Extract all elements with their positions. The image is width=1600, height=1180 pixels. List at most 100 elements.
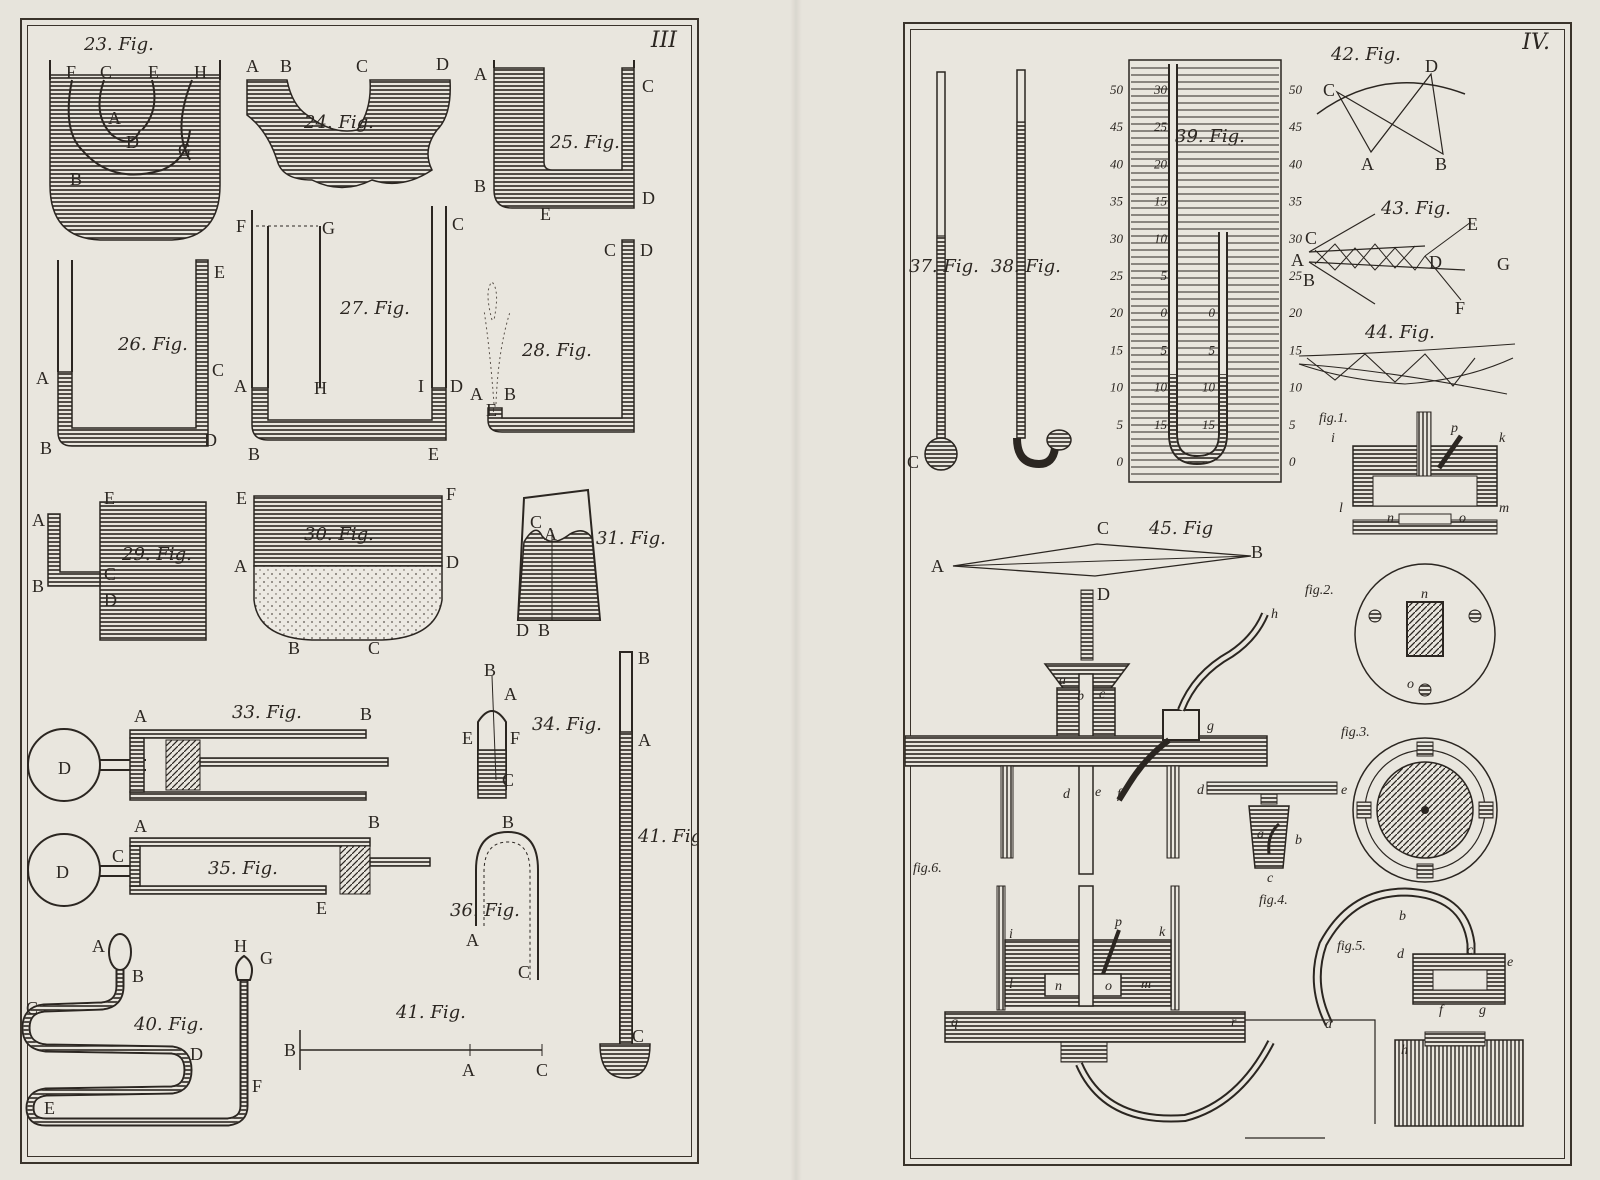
scale-tick-label: 0 (1209, 305, 1216, 320)
caption: fig.2. (1305, 583, 1334, 598)
fig-43: 43. Fig. C E A D G B F (1291, 198, 1510, 318)
label: C (368, 638, 380, 658)
scale-tick-label: 15 (1154, 194, 1168, 209)
plate-iii-drawing: 23. Fig. F C E H A D G B 24. Fig. A B C … (22, 34, 697, 1127)
label: D (642, 188, 655, 208)
caption: 38. Fig. (991, 256, 1061, 277)
label: e (1341, 783, 1347, 798)
caption: 41. Fig. (395, 1002, 466, 1023)
scale-tick-label: 5 (1117, 417, 1124, 432)
label: C (356, 56, 368, 76)
label: C (452, 214, 464, 234)
label: B (1251, 542, 1263, 562)
label: H (234, 936, 247, 956)
label: B (638, 648, 650, 668)
label: C (100, 62, 112, 82)
label: B (502, 812, 514, 832)
scale-tick-label: 0 (1161, 305, 1168, 320)
scale-tick-label: 45 (1289, 119, 1303, 134)
fig-27: 27. Fig. F G C A H I D B E (234, 206, 464, 464)
label: g (1479, 1003, 1486, 1018)
label: C (530, 512, 542, 532)
caption: 41. Fig. (637, 826, 697, 847)
label: D (1097, 584, 1110, 604)
label: a (1325, 1017, 1332, 1032)
fig-40: 40. Fig. A B H G C D E F (22, 933, 273, 1127)
label: D (126, 132, 139, 152)
label: D (204, 430, 217, 450)
label: C (104, 564, 116, 584)
label: h (1401, 1043, 1408, 1058)
caption: 31. Fig. (596, 528, 666, 549)
caption: 23. Fig. (83, 34, 154, 55)
label: D (1429, 252, 1442, 272)
caption: fig.3. (1341, 725, 1370, 740)
label: e (1507, 955, 1513, 970)
fig-35: 35. Fig. A B C D E (27, 812, 431, 918)
fig-44: 44. Fig. (1298, 322, 1516, 395)
label: h (1271, 607, 1278, 622)
plate-iv-drawing: 37. Fig. C 38. Fig. 39. Fig. 50454035302… (905, 44, 1524, 1139)
scale-tick-label: 15 (1289, 342, 1303, 357)
label: f (1117, 787, 1123, 802)
fig-28: 28. Fig. C D A E B (470, 239, 653, 433)
label: A (92, 936, 105, 956)
label: e (1095, 785, 1101, 800)
label: C (26, 998, 38, 1018)
small-fig-1: fig.1. i p k l m n o (1319, 411, 1509, 535)
label: B (484, 660, 496, 680)
label: D (446, 552, 459, 572)
label: m (1499, 501, 1509, 516)
fig-29: 29. Fig. A E B C D (32, 488, 207, 641)
label: q (951, 1015, 958, 1030)
caption: 29. Fig. (121, 544, 192, 565)
label: E (44, 1098, 55, 1118)
label: G (322, 218, 335, 238)
label: E (428, 444, 439, 464)
label: n (1055, 979, 1062, 994)
label: A (466, 930, 479, 950)
label: l (1009, 977, 1013, 992)
fig-33: 33. Fig. A B D (27, 702, 389, 802)
caption: 27. Fig. (339, 298, 410, 319)
scale-tick-label: 25 (1154, 119, 1168, 134)
scale-tick-label: 35 (1288, 194, 1303, 209)
label: G (1497, 254, 1510, 274)
scale-tick-label: 20 (1154, 156, 1168, 171)
label: A (246, 56, 259, 76)
label: k (1499, 431, 1506, 446)
label: C (518, 962, 530, 982)
small-fig-5: fig.5. b d c e f g a h (1245, 887, 1524, 1139)
label: A (36, 368, 49, 388)
fig-26: 26. Fig. E A C B D (36, 259, 225, 458)
label: n (1387, 511, 1394, 526)
label: A (1291, 250, 1304, 270)
label: D (436, 54, 449, 74)
caption: 26. Fig. (117, 334, 188, 355)
label: A (234, 556, 247, 576)
fig-34: 34. Fig. B A E F C (462, 660, 602, 799)
fig-32: 41. Fig. B A C (599, 648, 697, 1079)
label: F (1455, 298, 1465, 318)
label: B (40, 438, 52, 458)
label: c (1099, 687, 1106, 702)
label: A (1361, 154, 1374, 174)
scale-tick-label: 5 (1289, 417, 1296, 432)
caption: fig.1. (1319, 411, 1348, 426)
label: B (360, 704, 372, 724)
small-fig-4: d e a b c fig.4. (1197, 781, 1347, 908)
scale-tick-label: 30 (1153, 82, 1168, 97)
scale-lines (1131, 67, 1279, 475)
caption: 40. Fig. (133, 1014, 204, 1035)
label: C (536, 1060, 548, 1080)
label: E (486, 400, 497, 420)
label: D (190, 1044, 203, 1064)
caption: 44. Fig. (1364, 322, 1435, 343)
label: F (446, 484, 456, 504)
label: i (1009, 927, 1013, 942)
fig-41: 41. Fig. 41. Fig. 41. Fig. 41. Fig. 41. … (284, 1002, 548, 1080)
label: B (288, 638, 300, 658)
